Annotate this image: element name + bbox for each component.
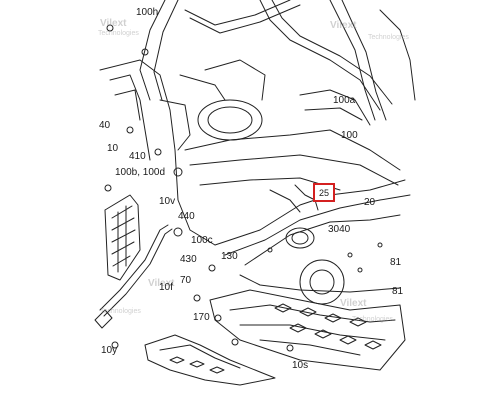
part-label-100c[interactable]: 100c: [191, 235, 213, 246]
part-label-100[interactable]: 100: [341, 130, 358, 141]
part-label-10f[interactable]: 10f: [159, 282, 173, 293]
part-label-10v[interactable]: 10v: [159, 196, 176, 207]
part-label-10y[interactable]: 10y: [101, 345, 118, 356]
part-label-440[interactable]: 440: [178, 211, 195, 222]
part-label-3040[interactable]: 3040: [328, 224, 351, 235]
watermark-subtext: Technologies: [98, 30, 139, 37]
watermark-text: Vilext: [340, 298, 367, 309]
part-label-100b-100d[interactable]: 100b, 100d: [115, 167, 166, 178]
part-label-10[interactable]: 10: [107, 143, 119, 154]
watermark-subtext: Technologies: [100, 308, 141, 315]
part-label-20[interactable]: 20: [364, 197, 376, 208]
part-label-430[interactable]: 430: [180, 254, 197, 265]
part-label-100a[interactable]: 100a: [333, 95, 356, 106]
part-label-170[interactable]: 170: [193, 312, 210, 323]
watermark-text: Vilext: [100, 18, 127, 29]
part-label-130[interactable]: 130: [221, 251, 238, 262]
watermark-subtext: Technologies: [352, 316, 393, 323]
highlighted-part-label: 25: [318, 188, 329, 198]
part-label-70[interactable]: 70: [180, 275, 192, 286]
part-label-410[interactable]: 410: [129, 151, 146, 162]
part-label-81[interactable]: 81: [392, 286, 404, 297]
part-label-100h[interactable]: 100h: [136, 7, 159, 18]
part-label-40[interactable]: 40: [99, 120, 111, 131]
watermark-text: Vilext: [330, 20, 357, 31]
highlighted-part-box[interactable]: 25: [313, 183, 335, 202]
watermark-text: Vilext: [148, 278, 175, 289]
part-label-81[interactable]: 81: [390, 257, 402, 268]
part-label-10s[interactable]: 10s: [292, 360, 309, 371]
watermark-subtext: Technologies: [368, 34, 409, 41]
